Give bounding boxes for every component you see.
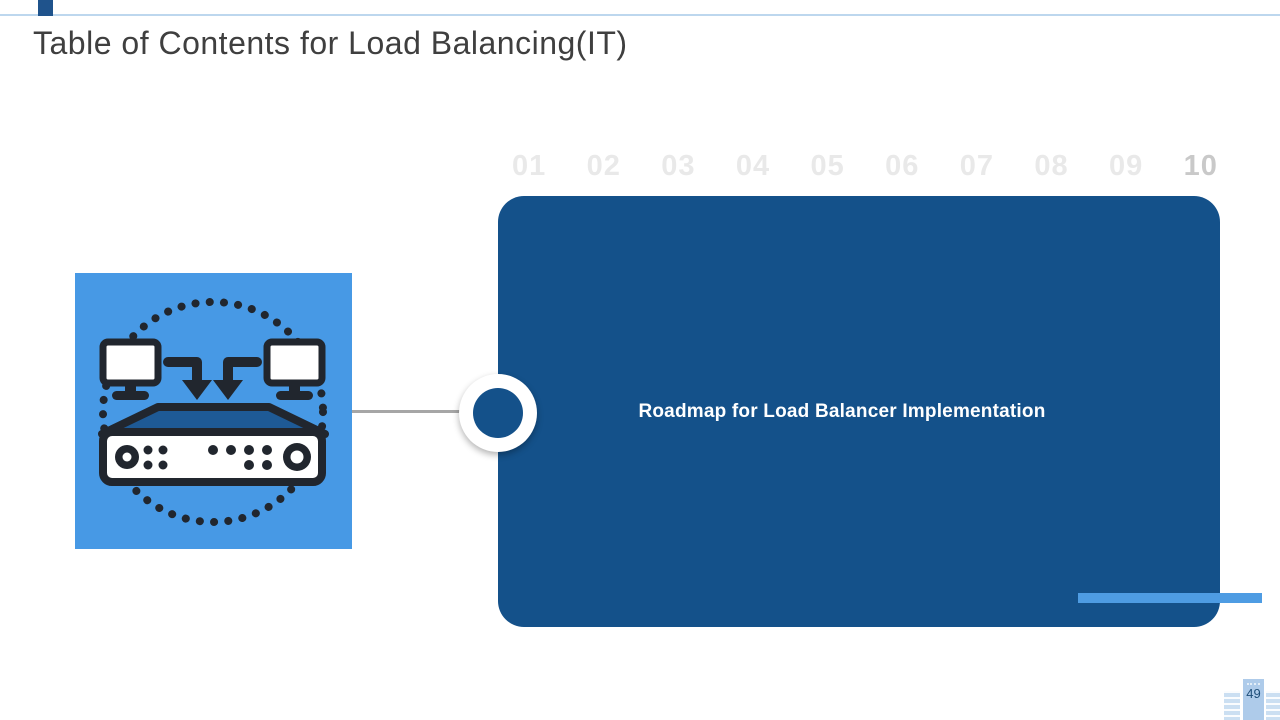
toc-item-card: Roadmap for Load Balancer Implementation [498, 196, 1220, 627]
connector-node-dot [473, 388, 523, 438]
page-number-badge: 49 [1243, 679, 1264, 720]
footer-building-right [1266, 691, 1280, 720]
down-arrows-icon [163, 357, 262, 400]
top-accent-square [38, 0, 53, 16]
toc-step-number: 06 [885, 150, 920, 182]
page-title: Table of Contents for Load Balancing(IT) [33, 25, 628, 61]
toc-step-numbers-row: 01 02 03 04 05 06 07 08 09 10 [512, 150, 1218, 183]
connector-node [459, 374, 537, 452]
appliance-panel-details [115, 443, 311, 471]
load-balancer-icon [98, 298, 329, 526]
toc-item-label: Roadmap for Load Balancer Implementation [638, 400, 1046, 422]
monitor-right-icon [263, 338, 326, 400]
toc-step-number: 08 [1034, 150, 1069, 182]
toc-step-number: 09 [1109, 150, 1144, 182]
dotted-circle [99, 298, 327, 526]
toc-step-number: 01 [512, 150, 547, 182]
footer-building-left [1224, 691, 1240, 720]
toc-step-number: 03 [661, 150, 696, 182]
toc-step-number: 02 [586, 150, 621, 182]
connector-line [352, 410, 462, 413]
load-balancer-icon-tile [75, 273, 352, 549]
toc-step-number-active: 10 [1183, 150, 1218, 182]
monitor-left-icon [99, 338, 162, 400]
card-underline-bar [1078, 593, 1262, 603]
toc-step-number: 04 [735, 150, 771, 182]
building-windows-dots [1247, 683, 1260, 685]
toc-step-number: 07 [959, 150, 995, 182]
page-number: 49 [1246, 686, 1261, 701]
toc-step-number: 05 [810, 150, 845, 182]
top-accent-line [0, 14, 1280, 16]
